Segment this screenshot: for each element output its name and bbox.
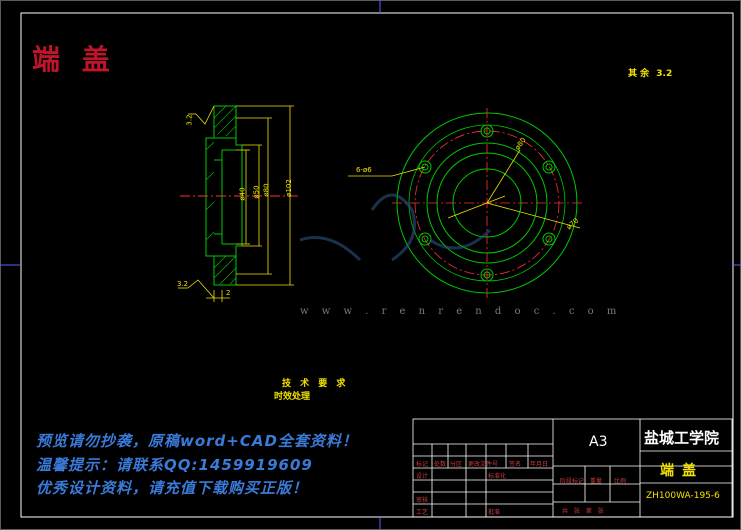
title-block-drawing-code: ZH100WA-195-6: [646, 491, 720, 501]
watermark-logo: [299, 193, 492, 262]
watermark-line-1: 预览请勿抄袭，原稿word+CAD全套资料！: [36, 432, 358, 450]
dim-label-50: ø50: [252, 185, 261, 199]
watermark-line-3: 优秀设计资料，请充值下载购买正版！: [36, 479, 309, 497]
tb-label-scale: 比例: [614, 478, 627, 485]
tb-label-zone: 分区: [450, 461, 463, 468]
dim-label-40: ø40: [238, 187, 247, 201]
tb-label-count: 处数: [434, 461, 447, 468]
front-dimensions: [348, 149, 581, 229]
tb-label-weight: 重量: [590, 478, 603, 485]
title-block-part-name: 端盖: [660, 463, 704, 479]
roughness-note-label: 其 余: [628, 69, 650, 79]
tb-label-design: 设计: [416, 473, 429, 480]
tb-label-date: 年月日: [530, 461, 549, 468]
inner-step-circle: [426, 142, 548, 264]
tb-label-standard: 标准化: [488, 473, 507, 480]
section-view: [178, 105, 300, 302]
title-block-paper-size: A3: [589, 434, 608, 450]
front-view: [348, 108, 582, 298]
tb-label-mark: 标记: [416, 461, 429, 468]
tb-label-review: 审核: [416, 497, 429, 504]
tb-label-sheets: 共 张 第 张: [562, 508, 606, 515]
tech-requirements-title: 技 术 要 求: [282, 379, 349, 389]
tb-label-sign: 签名: [509, 461, 522, 468]
watermark-url: w w w . r e n r e n d o c . c o m: [300, 306, 622, 317]
bottom-roughness-label: 3.2: [177, 280, 189, 288]
section-dimensions: [178, 105, 294, 302]
title-block-school: 盐城工学院: [644, 429, 720, 447]
watermark-line-2: 温馨提示：请联系QQ:1459919609: [36, 456, 313, 474]
tech-requirements-body: 时效处理: [274, 392, 311, 402]
tb-label-change-doc: 更改文件号: [468, 461, 499, 468]
tb-label-stage: 阶段标记: [560, 478, 585, 485]
tb-label-process: 工艺: [416, 509, 429, 516]
roughness-note-value: 3.2: [656, 69, 673, 79]
top-roughness-label: 3.2: [185, 114, 194, 126]
section-hatch: [205, 105, 237, 285]
dim-label-102: ø102: [284, 179, 293, 197]
hole-callout: 6-ø6: [356, 166, 372, 174]
title-block: [412, 418, 733, 518]
roughness-note: 其 余 3.2: [628, 66, 672, 79]
tb-label-approve: 批准: [488, 509, 501, 516]
dim-label-80: ø80: [262, 183, 271, 197]
drawing-title: 端 盖: [32, 43, 116, 76]
bottom-dim-label: 2: [226, 289, 231, 297]
